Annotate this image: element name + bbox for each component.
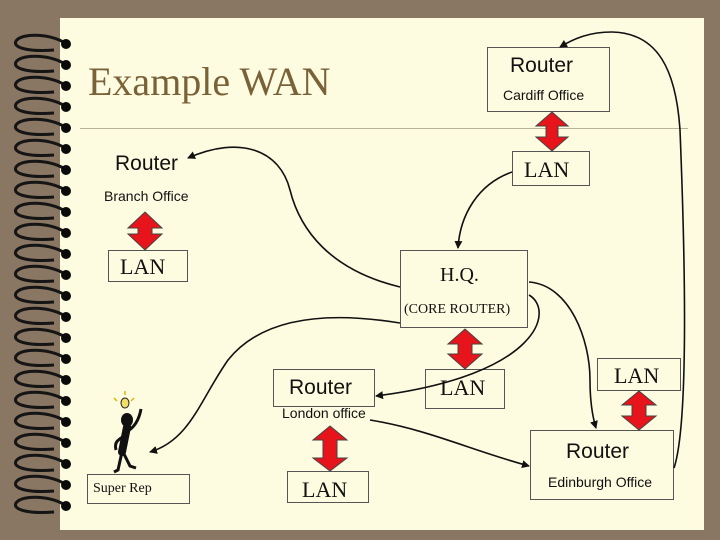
binding-hole	[61, 207, 71, 217]
london-lan-box	[287, 471, 369, 503]
slide-title: Example WAN	[88, 59, 331, 104]
binding-hole	[61, 249, 71, 259]
branch-lan-label: LAN	[120, 254, 166, 279]
binding-ring	[14, 264, 67, 283]
binding-hole	[61, 459, 71, 469]
branch-lan-box	[108, 250, 188, 282]
binding-ring	[14, 369, 67, 388]
binding-hole	[61, 270, 71, 280]
hq-lan-label: LAN	[440, 375, 486, 400]
london-to-edinburgh-connection	[369, 419, 530, 469]
binding-hole	[61, 396, 71, 406]
binding-hole	[61, 165, 71, 175]
binding-hole	[61, 354, 71, 364]
binding-ring	[14, 117, 67, 136]
binding-hole	[61, 417, 71, 427]
edinburgh-office-label: Edinburgh Office	[548, 474, 653, 490]
cardiff-office-label: Cardiff Office	[503, 87, 585, 103]
binding-ring	[14, 201, 67, 220]
hq-box	[400, 250, 528, 328]
binding-ring	[14, 285, 67, 304]
binding-ring	[14, 33, 67, 52]
super-rep-figure-icon	[113, 391, 143, 474]
cardiff-link-arrow	[534, 111, 570, 152]
hq-core-router-label: (CORE ROUTER)	[404, 302, 511, 317]
binding-hole	[61, 144, 71, 154]
hq-link-arrow	[446, 328, 484, 370]
edinburgh-link-arrow	[620, 390, 658, 431]
hq-to-super-rep-connection	[149, 316, 401, 454]
cardiff-lan-box	[512, 151, 590, 186]
binding-hole	[61, 81, 71, 91]
london-router-label: Router	[289, 376, 353, 399]
cardiff-lan-label: LAN	[524, 157, 570, 182]
binding-ring	[14, 96, 67, 115]
cardiff-router-label: Router	[510, 54, 574, 77]
hq-to-branch-connection	[187, 146, 401, 288]
binding-hole	[61, 123, 71, 133]
binding-ring	[14, 474, 67, 493]
super-rep-label: Super Rep	[93, 481, 152, 496]
edinburgh-router-label: Router	[566, 440, 630, 463]
edinburgh-lan-box	[597, 358, 681, 391]
binding-hole	[61, 480, 71, 490]
spiral-binding	[14, 33, 71, 514]
branch-link-arrow	[126, 211, 164, 251]
binding-hole	[61, 228, 71, 238]
title-divider	[80, 128, 688, 129]
edinburgh-router-box	[530, 430, 674, 500]
binding-ring	[14, 75, 67, 94]
edinburgh-to-cardiff-connection	[559, 31, 686, 469]
london-router-box	[273, 369, 375, 407]
binding-hole	[61, 39, 71, 49]
london-lan-label: LAN	[302, 477, 348, 502]
binding-ring	[14, 432, 67, 451]
cardiff-router-box	[487, 47, 610, 112]
binding-hole	[61, 186, 71, 196]
branch-office-label: Branch Office	[104, 188, 189, 204]
binding-ring	[14, 453, 67, 472]
london-office-label: London office	[282, 405, 366, 421]
binding-ring	[14, 306, 67, 325]
binding-ring	[14, 222, 67, 241]
binding-hole	[61, 333, 71, 343]
binding-ring	[14, 411, 67, 430]
binding-ring	[14, 390, 67, 409]
binding-ring	[14, 180, 67, 199]
binding-ring	[14, 243, 67, 262]
binding-ring	[14, 495, 67, 514]
hq-to-edinburgh-connection	[528, 281, 598, 429]
cardiff-lan-to-hq-connection	[454, 171, 513, 249]
binding-hole	[61, 312, 71, 322]
binding-ring	[14, 138, 67, 157]
hq-label: H.Q.	[440, 264, 479, 286]
binding-ring	[14, 327, 67, 346]
branch-router-label: Router	[115, 152, 179, 175]
binding-hole	[61, 501, 71, 511]
binding-ring	[14, 54, 67, 73]
binding-ring	[14, 159, 67, 178]
binding-hole	[61, 291, 71, 301]
super-rep-box	[87, 474, 190, 504]
binding-hole	[61, 102, 71, 112]
binding-ring	[14, 348, 67, 367]
hq-to-london-connection	[375, 294, 540, 400]
edinburgh-lan-label: LAN	[614, 363, 660, 388]
london-link-arrow	[311, 425, 349, 472]
binding-hole	[61, 375, 71, 385]
binding-hole	[61, 60, 71, 70]
binding-hole	[61, 438, 71, 448]
